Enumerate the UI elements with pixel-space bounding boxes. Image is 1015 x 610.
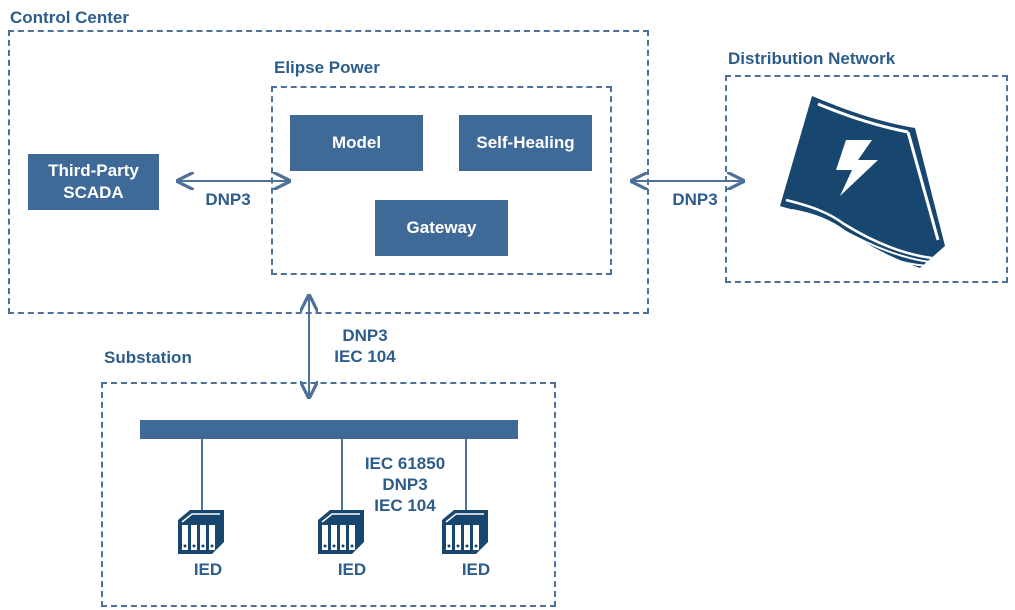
gateway-node: Gateway bbox=[375, 200, 508, 256]
server-icon bbox=[178, 510, 224, 554]
third-party-scada-node: Third-Party SCADA bbox=[28, 154, 159, 210]
ied-label: IED bbox=[337, 560, 367, 579]
substation-bus-protocols: IEC 61850 DNP3 IEC 104 bbox=[364, 454, 446, 515]
elipse-power-label: Elipse Power bbox=[274, 58, 380, 77]
control-center-label: Control Center bbox=[10, 8, 129, 27]
ied-label: IED bbox=[461, 560, 491, 579]
elipse-substation-protocols: DNP3 IEC 104 bbox=[334, 326, 396, 366]
server-icon bbox=[318, 510, 364, 554]
elipse-power-group bbox=[271, 86, 612, 275]
distribution-network-label: Distribution Network bbox=[728, 49, 896, 68]
distribution-network-group bbox=[725, 75, 1008, 283]
substation-bus bbox=[140, 420, 518, 439]
elipse-network-protocol: DNP3 bbox=[672, 190, 718, 209]
scada-elipse-protocol: DNP3 bbox=[205, 190, 251, 209]
model-node: Model bbox=[290, 115, 423, 171]
substation-label: Substation bbox=[104, 348, 192, 367]
substation-group bbox=[101, 382, 556, 607]
ied-label: IED bbox=[193, 560, 223, 579]
self-healing-node: Self-Healing bbox=[459, 115, 592, 171]
server-icon bbox=[442, 510, 488, 554]
power-grid-icon bbox=[780, 96, 945, 268]
control-center-group bbox=[8, 30, 649, 314]
